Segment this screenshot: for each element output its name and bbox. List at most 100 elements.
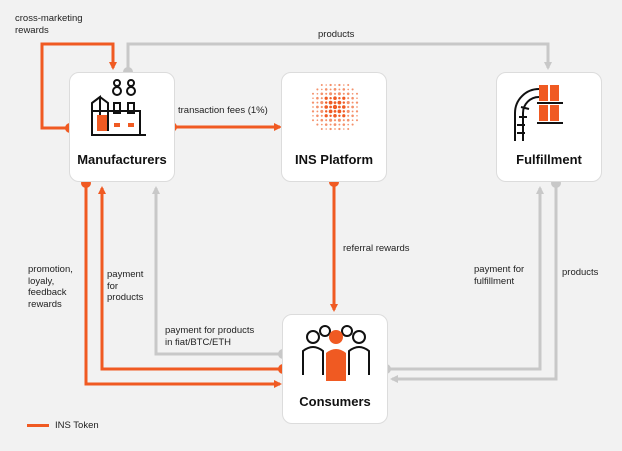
logo-dot	[328, 100, 333, 105]
logo-dot	[355, 110, 359, 113]
logo-dot	[312, 115, 314, 117]
logo-dot	[351, 92, 354, 95]
logo-dot	[356, 97, 358, 99]
logo-dot	[333, 114, 337, 118]
label-products-top: products	[318, 29, 355, 40]
node-consumers[interactable]: Consumers	[282, 314, 388, 424]
logo-dot	[311, 101, 315, 104]
logo-dot	[347, 123, 350, 126]
logo-dot	[320, 109, 324, 113]
logo-dot	[320, 123, 323, 126]
logo-dot	[325, 84, 327, 86]
logo-dot	[342, 119, 345, 122]
logo-dot	[311, 110, 315, 113]
conveyor-boxes-icon	[514, 85, 563, 141]
logo-dot	[346, 118, 350, 122]
node-manufacturers[interactable]: Manufacturers	[69, 72, 175, 182]
logo-dot	[347, 88, 350, 91]
logo-dot	[324, 110, 328, 113]
logo-dot	[324, 88, 328, 91]
logo-dot	[316, 114, 319, 118]
dot-sphere-logo-icon	[311, 83, 359, 131]
logo-dot	[325, 119, 328, 122]
people-group-icon	[302, 325, 370, 381]
logo-dot	[329, 105, 332, 109]
logo-dot	[342, 110, 346, 113]
logo-dot	[320, 97, 323, 100]
logo-dot	[329, 88, 332, 91]
logo-dot	[337, 100, 342, 105]
logo-dot	[347, 127, 350, 131]
logo-dot	[320, 83, 323, 87]
logo-dot	[312, 106, 314, 108]
logo-dot	[355, 92, 359, 95]
node-label: Manufacturers	[77, 152, 167, 167]
logo-dot	[347, 114, 350, 117]
node-ins-platform[interactable]: INS Platform	[281, 72, 387, 182]
logo-dot	[320, 101, 324, 105]
label-referral: referral rewards	[343, 243, 410, 254]
logo-dot	[329, 123, 332, 126]
logo-dot	[320, 88, 323, 91]
logo-dot	[316, 92, 319, 95]
node-fulfillment[interactable]: Fulfillment	[496, 72, 602, 182]
logo-dot	[333, 110, 337, 113]
logo-dot	[356, 115, 358, 117]
logo-dot	[337, 109, 342, 114]
logo-dot	[320, 127, 323, 131]
label-transaction-fees: transaction fees (1%)	[178, 105, 268, 116]
logo-dot	[332, 104, 338, 110]
legend-label: INS Token	[55, 420, 99, 431]
logo-dot	[324, 105, 328, 109]
logo-dot	[346, 92, 350, 96]
logo-dot	[324, 123, 328, 126]
logo-dot	[325, 128, 327, 130]
label-products-bottom: products	[562, 267, 599, 278]
logo-dot	[351, 96, 354, 100]
legend: INS Token	[27, 420, 99, 431]
logo-dot	[316, 123, 319, 126]
logo-dot	[338, 123, 341, 126]
logo-dot	[355, 119, 359, 122]
logo-dot	[351, 114, 354, 118]
logo-dot	[351, 88, 354, 91]
logo-dot	[333, 96, 337, 100]
logo-dot	[316, 101, 319, 104]
edge-promotion	[84, 183, 282, 388]
logo-dot	[351, 101, 354, 104]
logo-dot	[337, 118, 341, 122]
logo-dot	[324, 114, 328, 118]
logo-dot	[320, 105, 323, 109]
factory-icon	[91, 79, 146, 136]
label-promotion: promotion, loyaly, feedback rewards	[28, 264, 73, 310]
logo-dot	[351, 123, 354, 126]
logo-dot	[342, 114, 346, 118]
logo-dot	[351, 105, 354, 109]
logo-dot	[342, 101, 346, 104]
logo-dot	[333, 101, 337, 104]
logo-dot	[312, 97, 314, 99]
logo-dot	[316, 110, 319, 113]
legend-swatch-token	[27, 423, 49, 427]
logo-dot	[324, 96, 328, 100]
logo-dot	[320, 92, 324, 96]
node-label: Fulfillment	[516, 152, 582, 167]
label-payment-fulfillment: payment for fulfillment	[474, 264, 525, 287]
logo-dot	[329, 92, 333, 96]
label-payment-fiat: payment for products in fiat/BTC/ETH	[165, 325, 255, 348]
logo-dot	[337, 92, 341, 96]
logo-dot	[347, 83, 350, 87]
logo-dot	[316, 105, 319, 109]
logo-dot	[329, 127, 332, 131]
logo-dot	[351, 110, 354, 113]
edge-payment-token	[98, 186, 283, 371]
logo-dot	[316, 88, 319, 91]
logo-dot	[333, 119, 337, 122]
edge-products-bottom	[390, 183, 558, 383]
logo-dot	[328, 109, 333, 114]
logo-dot	[342, 88, 346, 91]
logo-dot	[342, 105, 346, 109]
logo-dot	[346, 101, 350, 105]
edge-products-top	[126, 42, 552, 72]
logo-dot	[333, 88, 337, 91]
